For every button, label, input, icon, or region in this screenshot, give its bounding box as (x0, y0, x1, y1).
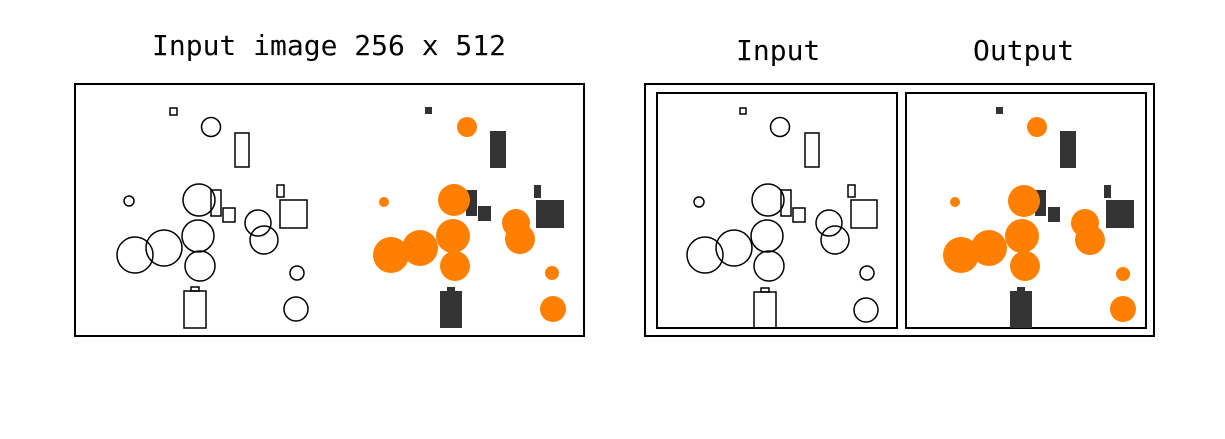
circle-outline (249, 225, 279, 255)
circle-orange (402, 230, 438, 266)
rect-outline (780, 189, 792, 217)
circle-orange (1116, 267, 1130, 281)
circle-orange (1008, 185, 1040, 217)
rect-outline (210, 189, 222, 217)
battery-dark (440, 291, 462, 328)
circle-outline (715, 229, 753, 267)
circle-outline (769, 116, 791, 138)
circle-orange (971, 230, 1007, 266)
circle-orange (1010, 251, 1040, 281)
battery-cap-outline (190, 286, 200, 292)
battery-cap-dark (447, 287, 455, 291)
input-panel-title: Input (736, 34, 821, 67)
circle-outline (859, 265, 875, 281)
circle-outline (283, 296, 309, 322)
output-panel-title: Output (973, 34, 1075, 67)
circle-outline (200, 116, 222, 138)
circle-outline (244, 209, 272, 237)
rect-outline (276, 184, 285, 198)
circle-outline (289, 265, 305, 281)
rect-dark (1104, 185, 1111, 198)
circle-orange (1005, 219, 1039, 253)
square-outline (279, 199, 308, 229)
rect-outline (222, 207, 236, 223)
circle-outline (815, 209, 843, 237)
rect-dark (534, 185, 541, 198)
circle-orange (373, 237, 409, 273)
input-panel-frame (656, 92, 898, 329)
circle-outline (753, 250, 785, 282)
circle-orange (540, 296, 566, 322)
rect-dark (478, 206, 491, 221)
input-panel-shapes (686, 107, 879, 329)
small-square-outline (169, 107, 178, 116)
battery-cap-outline (760, 287, 770, 293)
circle-outline (182, 183, 216, 217)
square-outline (850, 199, 878, 229)
circle-outline (686, 236, 724, 274)
tall-rect-dark (490, 131, 506, 168)
small-square-dark (425, 107, 432, 114)
tall-rect-outline (804, 132, 820, 168)
outer-frame (644, 83, 1155, 337)
circle-outline (184, 250, 216, 282)
circle-orange (1110, 296, 1136, 322)
circle-orange (457, 117, 477, 137)
tall-rect-dark (1060, 131, 1076, 168)
output-panel-shapes (943, 107, 1136, 328)
circle-outline (751, 183, 785, 217)
rect-outline (847, 184, 856, 198)
circle-orange (436, 219, 470, 253)
circle-orange (1027, 117, 1047, 137)
circle-orange (1075, 225, 1105, 255)
filled-shapes (373, 107, 566, 328)
tiny-circle-orange (379, 197, 389, 207)
tiny-circle-outline (693, 196, 705, 208)
small-square-dark (996, 107, 1003, 114)
input-output-comparison (644, 83, 1155, 337)
left-figure-title: Input image 256 x 512 (152, 29, 507, 62)
small-square-outline (739, 107, 747, 115)
circle-orange (545, 266, 559, 280)
outline-shapes (116, 107, 309, 329)
square-dark (1106, 200, 1134, 228)
square-dark (536, 200, 564, 228)
rect-outline (792, 207, 806, 223)
circle-outline (853, 297, 879, 323)
circle-orange (505, 224, 535, 254)
circle-orange (943, 237, 979, 273)
circle-outline (820, 225, 850, 255)
battery-dark (1010, 291, 1032, 328)
rect-dark (1048, 207, 1060, 222)
rect-dark (466, 190, 477, 216)
circle-orange (440, 251, 470, 281)
tiny-circle-orange (950, 197, 960, 207)
tiny-circle-outline (123, 195, 135, 207)
circle-outline (116, 236, 154, 274)
tall-rect-outline (234, 132, 250, 168)
rect-dark (1035, 190, 1046, 216)
image-border (74, 83, 585, 337)
circle-orange (438, 184, 470, 216)
input-image-256x512 (74, 83, 585, 337)
circle-outline (145, 229, 183, 267)
circle-outline (750, 219, 784, 253)
battery-cap-dark (1017, 287, 1025, 291)
circle-outline (181, 219, 215, 253)
